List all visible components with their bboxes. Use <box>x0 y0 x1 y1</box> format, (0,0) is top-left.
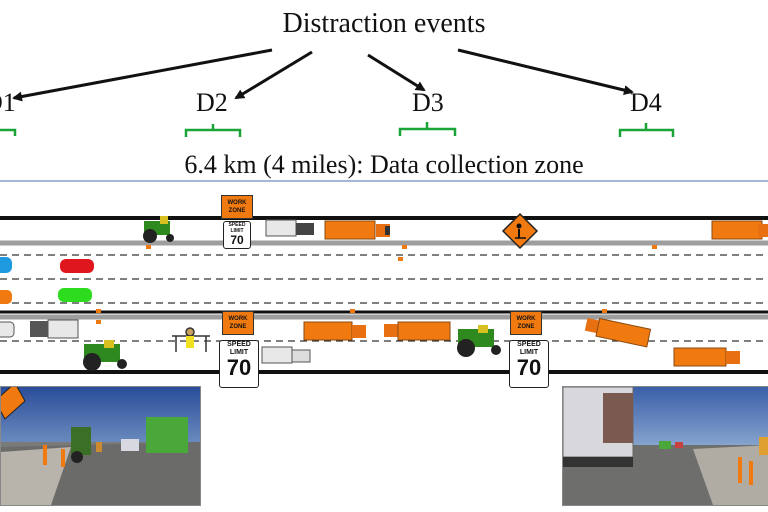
zone-label: 6.4 km (4 miles): Data collection zone <box>184 150 584 179</box>
event-label-d1: D1 <box>0 88 16 117</box>
simulator-view-right <box>562 386 768 506</box>
speed-value: 70 <box>230 233 244 247</box>
simulator-view-left <box>0 386 201 506</box>
speed-line2: LIMIT <box>229 349 249 356</box>
bracket-d4 <box>618 123 675 137</box>
speed-limit-sign: SPEED LIMIT 70 <box>509 340 549 388</box>
work-zone-sign: WORK ZONE <box>510 311 542 335</box>
truck <box>584 317 652 348</box>
work-zone-line1: WORK <box>516 316 536 322</box>
work-zone-line1: WORK <box>228 316 248 322</box>
speed-value: 70 <box>226 355 252 380</box>
speed-line1: SPEED <box>228 222 246 228</box>
arrow-to-d3 <box>367 53 426 92</box>
bracket-d3 <box>398 122 457 136</box>
speed-limit-sign: SPEED LIMIT 70 <box>219 340 259 388</box>
orange-car <box>0 290 12 304</box>
speed-line2: LIMIT <box>519 349 539 356</box>
title: Distraction events <box>282 8 486 39</box>
road <box>0 216 768 374</box>
work-zone-line1: WORK <box>227 200 247 206</box>
bracket-d2 <box>184 124 242 137</box>
blue-car <box>0 257 12 273</box>
truck <box>673 347 740 367</box>
work-zone-line2: ZONE <box>517 324 535 330</box>
truck <box>711 220 768 240</box>
speed-line1: SPEED <box>517 341 541 348</box>
green-car <box>58 288 92 302</box>
speed-line1: SPEED <box>227 341 251 348</box>
bracket-d1 <box>0 128 17 136</box>
speed-limit-sign-small: SPEED LIMIT 70 <box>223 221 251 249</box>
arrow-to-d2 <box>234 50 313 100</box>
tractor <box>83 340 127 371</box>
white-truck <box>261 346 311 364</box>
white-car <box>0 321 15 338</box>
event-label-d2: D2 <box>196 88 228 117</box>
arrow-to-d4 <box>457 48 634 95</box>
traffic-cones <box>96 245 657 324</box>
event-label-d4: D4 <box>630 88 662 117</box>
work-zone-sign: WORK ZONE <box>221 195 253 219</box>
white-truck <box>265 219 314 237</box>
work-zone-line2: ZONE <box>229 324 247 330</box>
truck <box>324 220 390 240</box>
red-car <box>60 259 94 273</box>
speed-line2: LIMIT <box>230 228 244 234</box>
work-zone-sign: WORK ZONE <box>222 311 254 335</box>
men-working-sign <box>501 212 539 250</box>
event-label-d3: D3 <box>412 88 444 117</box>
truck <box>303 321 366 341</box>
speed-value: 70 <box>516 355 542 380</box>
tractor <box>143 216 174 243</box>
tractor <box>457 325 501 357</box>
work-zone-line2: ZONE <box>228 208 246 214</box>
white-truck <box>30 319 79 339</box>
worker-barricade <box>172 327 210 352</box>
truck <box>384 321 451 341</box>
arrow-to-d1 <box>12 48 273 102</box>
